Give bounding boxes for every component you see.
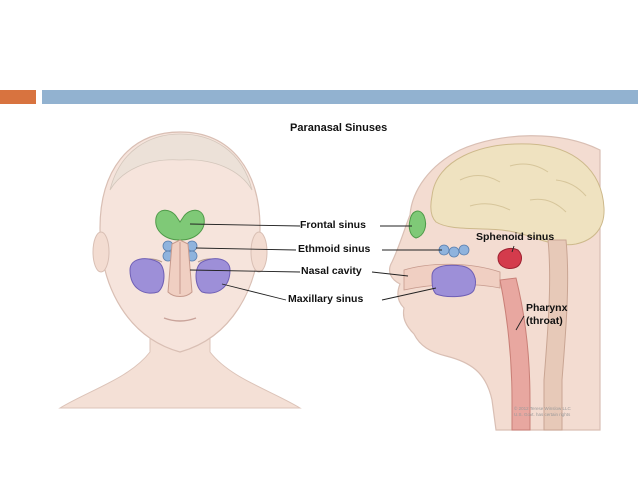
label-frontal-sinus: Frontal sinus xyxy=(300,219,366,231)
front-ethmoid-sinus xyxy=(162,240,198,262)
side-brain-folds xyxy=(459,163,587,213)
leader-ethmoid xyxy=(195,247,442,251)
front-maxillary-sinus-left xyxy=(129,258,165,294)
front-mouth xyxy=(163,317,197,322)
label-pharynx: Pharynx xyxy=(526,302,568,314)
label-pharynx-throat: (throat) xyxy=(526,315,563,327)
leader-sphenoid xyxy=(511,245,515,253)
label-sphenoid-sinus: Sphenoid sinus xyxy=(476,231,555,243)
label-maxillary-sinus: Maxillary sinus xyxy=(288,293,364,305)
side-sphenoid-sinus xyxy=(497,247,522,269)
copyright-line-2: U.S. Govt. has certain rights xyxy=(514,412,571,417)
side-maxillary-sinus xyxy=(431,264,476,298)
side-spine xyxy=(543,239,569,431)
leader-lines xyxy=(189,223,525,331)
label-ethmoid-sinus: Ethmoid sinus xyxy=(298,243,371,255)
front-frontal-sinus xyxy=(155,209,205,241)
accent-bar-orange xyxy=(0,90,36,104)
front-left-ear xyxy=(92,231,110,273)
side-pharynx xyxy=(499,277,531,431)
front-hair xyxy=(109,133,253,191)
leader-maxillary xyxy=(221,283,437,301)
front-right-ear xyxy=(250,231,268,273)
label-nasal-cavity: Nasal cavity xyxy=(301,265,362,277)
front-maxillary-sinus-right xyxy=(195,258,231,294)
leader-pharynx xyxy=(515,315,525,331)
leader-frontal xyxy=(189,223,412,227)
copyright-credit: © 2012 Terese Winslow LLC U.S. Govt. has… xyxy=(514,406,571,418)
side-head xyxy=(388,135,605,431)
diagram-title: Paranasal Sinuses xyxy=(290,122,388,134)
accent-bar-blue xyxy=(42,90,638,104)
side-brain xyxy=(430,143,605,246)
front-head xyxy=(58,131,302,409)
copyright-line-1: © 2012 Terese Winslow LLC xyxy=(514,406,571,411)
side-ethmoid-sinus xyxy=(438,244,470,258)
side-frontal-sinus xyxy=(408,210,427,239)
leader-nasal xyxy=(189,269,409,277)
